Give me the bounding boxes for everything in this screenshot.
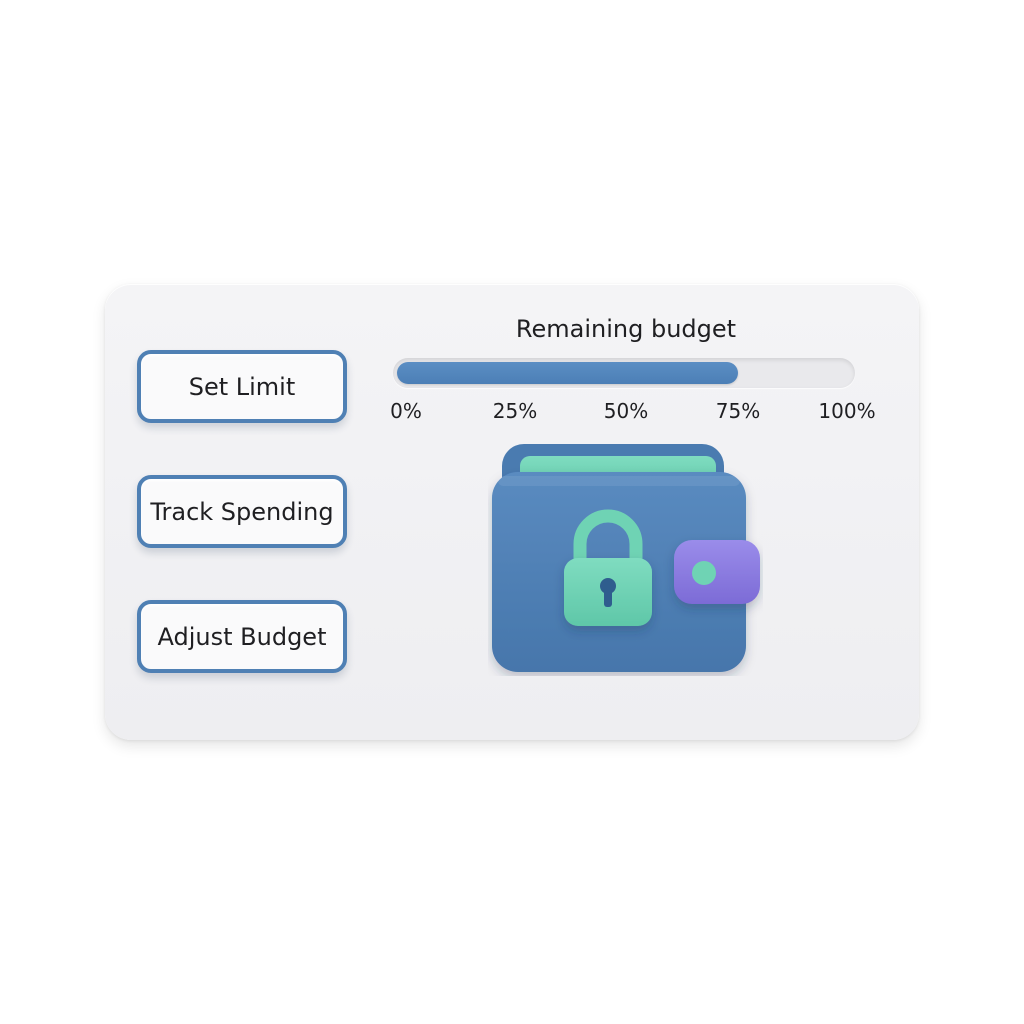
clasp-button [692, 561, 716, 585]
tick-label-50: 50% [603, 399, 649, 423]
tick-label-75: 75% [715, 399, 761, 423]
track-spending-label: Track Spending [150, 497, 334, 526]
budget-progress-fill [397, 362, 738, 384]
tick-label-0: 0% [390, 399, 422, 423]
set-limit-button[interactable]: Set Limit [137, 350, 347, 423]
lock-shackle [573, 509, 643, 571]
adjust-budget-button[interactable]: Adjust Budget [137, 600, 347, 673]
remaining-budget-title: Remaining budget [515, 315, 737, 343]
wallet-clasp [674, 540, 760, 604]
wallet-lock-icon [492, 444, 760, 672]
set-limit-label: Set Limit [188, 372, 296, 401]
tick-label-25: 25% [492, 399, 538, 423]
adjust-budget-label: Adjust Budget [157, 622, 327, 651]
keyhole [600, 578, 616, 594]
tick-label-100: 100% [818, 399, 876, 423]
budget-progress-bar [393, 358, 855, 388]
track-spending-button[interactable]: Track Spending [137, 475, 347, 548]
